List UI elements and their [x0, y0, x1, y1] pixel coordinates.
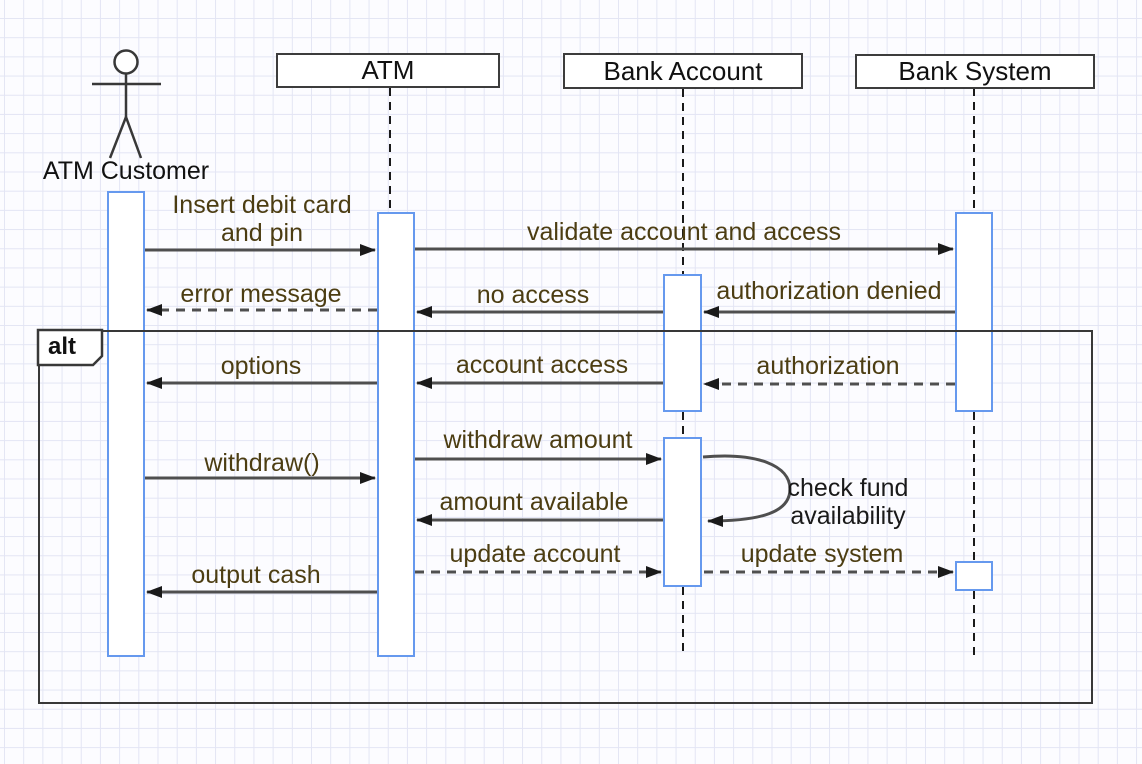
- message-label-options: options: [220, 352, 302, 380]
- alt-operator-tab: [36, 328, 104, 367]
- message-label-insert-debit-card: Insert debit card and pin: [172, 191, 352, 248]
- participant-label-bank-account: Bank Account: [603, 55, 763, 86]
- activation-bar-bank-account-1[interactable]: [663, 274, 702, 412]
- activation-bar-atm[interactable]: [377, 212, 415, 657]
- participant-box-bank-system[interactable]: Bank System: [855, 54, 1095, 89]
- message-label-error-message: error message: [180, 280, 342, 308]
- activation-bar-customer[interactable]: [107, 191, 145, 657]
- message-label-check-fund-availability: check fund availability: [787, 474, 909, 531]
- participant-box-bank-account[interactable]: Bank Account: [563, 53, 803, 89]
- participant-label-atm-customer: ATM Customer: [42, 157, 210, 185]
- message-label-account-access: account access: [455, 351, 629, 379]
- participant-label-atm: ATM: [361, 55, 415, 85]
- participant-box-atm[interactable]: ATM: [276, 53, 500, 88]
- participant-label-bank-system: Bank System: [898, 56, 1052, 86]
- message-label-authorization: authorization: [756, 352, 900, 380]
- message-label-update-account: update account: [449, 540, 621, 568]
- alt-fragment[interactable]: [38, 330, 1093, 704]
- message-label-validate-account: validate account and access: [526, 218, 842, 246]
- alt-operator-label: alt: [48, 333, 77, 360]
- message-label-amount-available: amount available: [439, 488, 629, 516]
- message-label-authorization-denied: authorization denied: [716, 277, 942, 305]
- message-label-withdraw-amount: withdraw amount: [443, 426, 633, 454]
- message-label-withdraw: withdraw(): [204, 449, 320, 477]
- message-label-update-system: update system: [740, 540, 904, 568]
- activation-bar-bank-account-2[interactable]: [663, 437, 702, 587]
- activation-bar-bank-system-1[interactable]: [955, 212, 993, 412]
- actor-figure-icon[interactable]: [92, 49, 161, 159]
- activation-bar-bank-system-2[interactable]: [955, 561, 993, 591]
- message-label-no-access: no access: [476, 281, 590, 309]
- message-label-output-cash: output cash: [191, 561, 321, 589]
